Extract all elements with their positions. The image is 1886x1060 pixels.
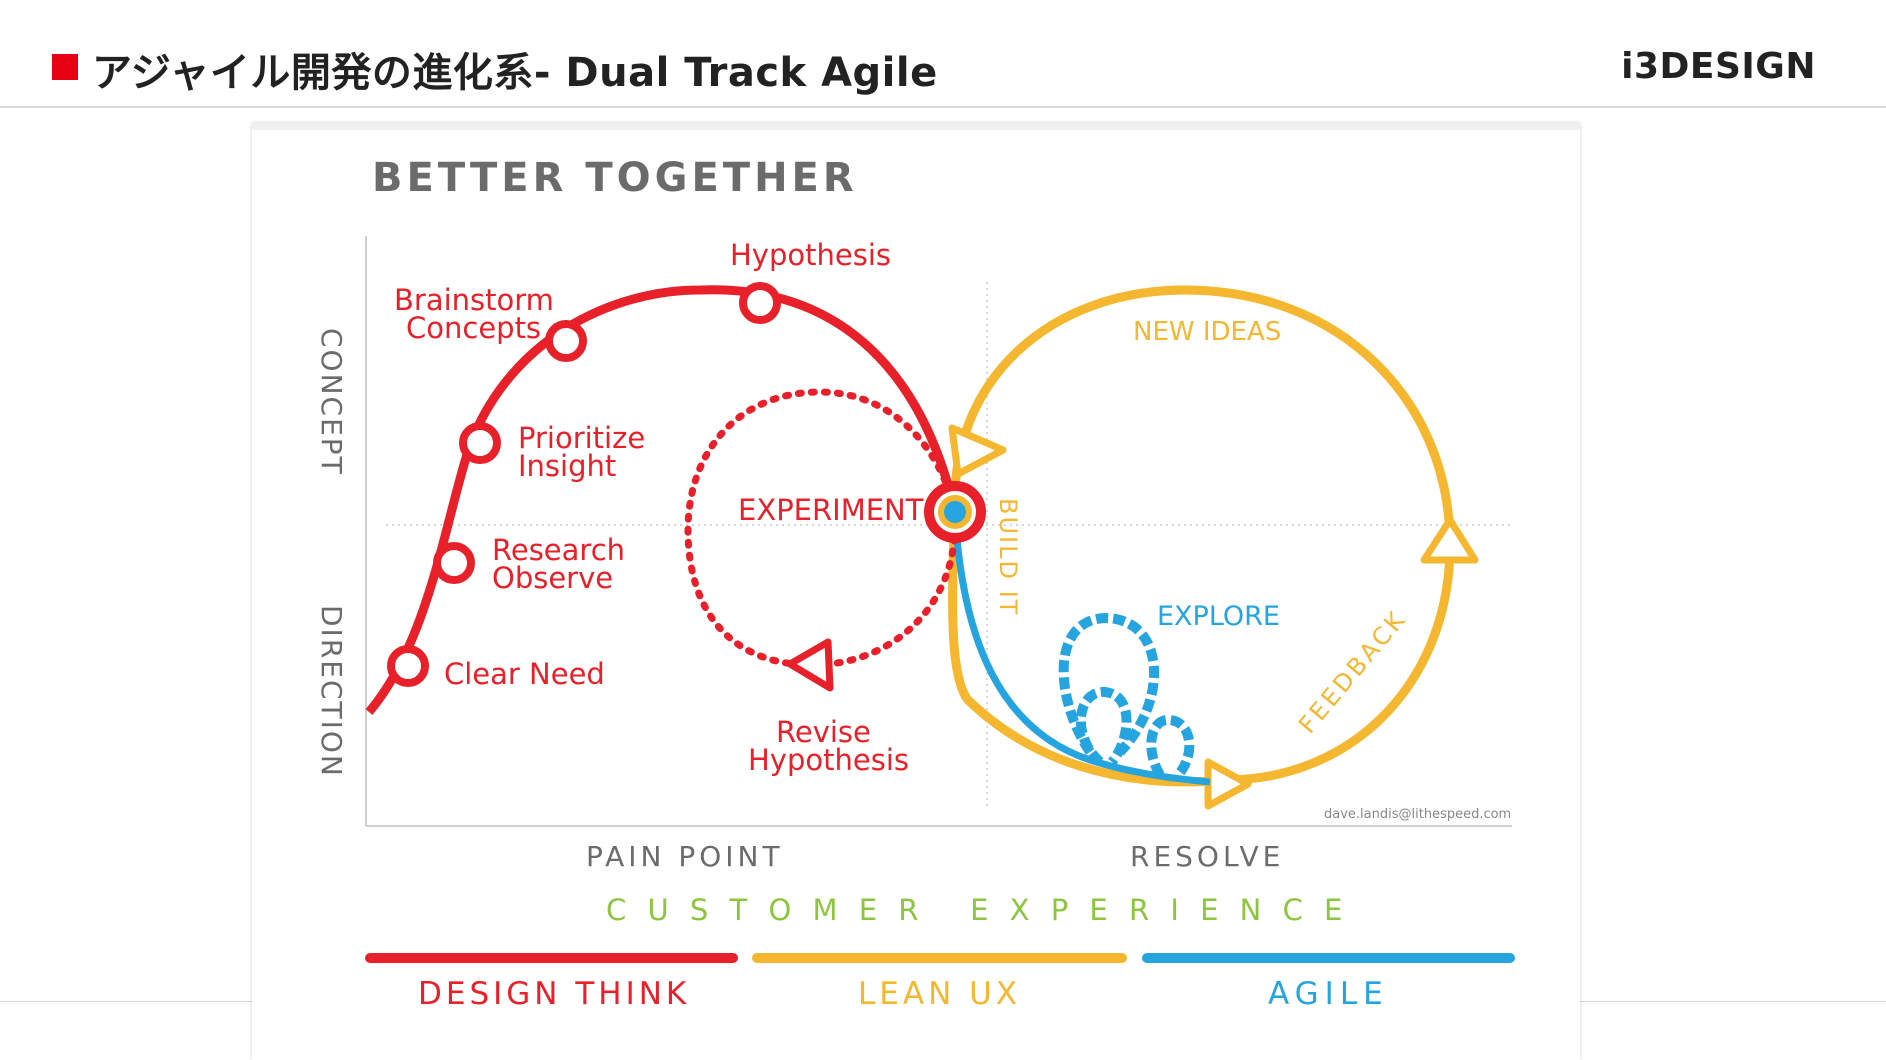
label-prioritize-1: Prioritize xyxy=(518,421,645,455)
legend-label-agile: AGILE xyxy=(1268,976,1389,1012)
diagram-card-top-strip xyxy=(252,123,1580,130)
legend-label-design-think: DESIGN THINK xyxy=(418,976,690,1012)
label-brainstorm-2: Concepts xyxy=(406,311,541,345)
feedback-arrow-head xyxy=(1420,516,1479,564)
customer-experience-label: C U S T O M E R E X P E R I E N C E xyxy=(606,893,1348,927)
label-prioritize-2: Insight xyxy=(518,449,616,483)
label-experiment: EXPERIMENT xyxy=(738,493,924,527)
revise-arrow-head xyxy=(786,638,834,692)
slide-header: アジャイル開発の進化系- Dual Track Agile i3DESIGN xyxy=(0,0,1886,106)
label-clear-need: Clear Need xyxy=(444,657,605,691)
label-revise-1: Revise xyxy=(776,715,871,749)
axis-label-pain-point: PAIN POINT xyxy=(586,840,784,873)
label-feedback: FEEDBACK xyxy=(1293,605,1412,739)
diagram-card xyxy=(252,123,1580,1060)
new-ideas-arrow-head xyxy=(948,424,1007,478)
label-research-1: Research xyxy=(492,533,625,567)
node-clear-need xyxy=(387,645,429,687)
label-hypothesis: Hypothesis xyxy=(730,238,891,272)
lean-ux-loop xyxy=(948,285,1455,787)
axis-label-concept: CONCEPT xyxy=(315,328,348,476)
explore-loop-medium xyxy=(1075,687,1132,766)
build-arrow-head xyxy=(1204,758,1252,810)
node-hypothesis xyxy=(739,282,781,324)
agile-track xyxy=(951,511,1211,786)
label-research-2: Observe xyxy=(492,561,613,595)
label-explore: EXPLORE xyxy=(1157,601,1280,632)
label-new-ideas: NEW IDEAS xyxy=(1133,317,1281,347)
legend-label-lean-ux: LEAN UX xyxy=(858,976,1021,1012)
node-experiment-ring xyxy=(938,495,972,529)
brand-logo: i3DESIGN xyxy=(1621,46,1816,87)
slide-title: アジャイル開発の進化系- Dual Track Agile xyxy=(92,50,938,96)
label-revise-2: Hypothesis xyxy=(748,743,909,777)
experiment-dotted-loop xyxy=(684,388,959,669)
axis-label-direction: DIRECTION xyxy=(315,605,348,778)
label-build-it: BUILD IT xyxy=(994,498,1022,616)
label-brainstorm-1: Brainstorm xyxy=(394,283,554,317)
diagram-heading: BETTER TOGETHER xyxy=(372,155,858,201)
axis-label-resolve: RESOLVE xyxy=(1130,840,1284,873)
node-research-observe xyxy=(433,542,475,584)
header-divider xyxy=(0,106,1886,108)
title-marker-square xyxy=(52,54,78,80)
credit-email: dave.landis@lithespeed.com xyxy=(1324,807,1511,822)
explore-loop-small xyxy=(1146,715,1195,779)
node-brainstorm-concepts xyxy=(545,320,587,362)
node-prioritize-insight xyxy=(459,422,501,464)
explore-loop-large xyxy=(1058,612,1160,756)
